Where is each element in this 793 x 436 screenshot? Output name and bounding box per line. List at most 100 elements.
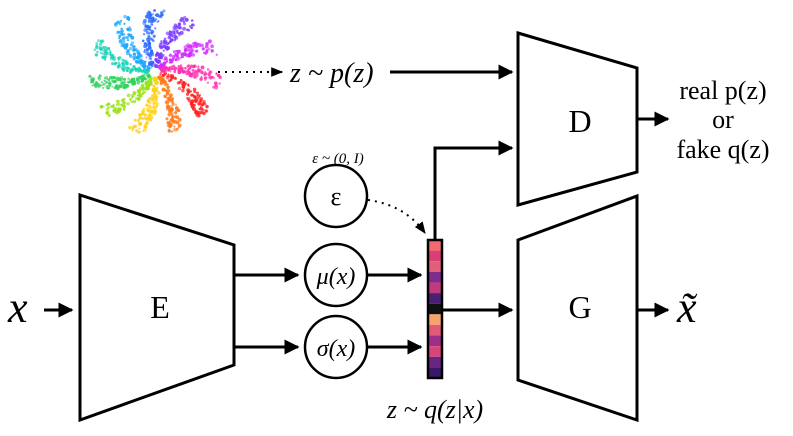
latent-cell	[428, 271, 442, 283]
prior-sample-dot	[197, 43, 202, 47]
prior-sample-dot	[191, 53, 196, 57]
prior-sample-dot	[118, 20, 122, 24]
prior-sample-dot	[143, 50, 146, 54]
prior-sample-dot	[134, 48, 138, 52]
prior-sample-dot	[192, 87, 197, 92]
prior-sample-dot	[147, 44, 151, 48]
prior-sample-dot	[168, 53, 173, 57]
prior-sample-dot	[154, 109, 158, 113]
prior-sample-dot	[188, 52, 192, 56]
prior-sample-dot	[132, 52, 137, 56]
prior-sample-dot	[173, 26, 178, 30]
prior-sample-dot	[138, 130, 141, 134]
prior-sample-dot	[190, 105, 194, 109]
prior-sample-dot	[142, 129, 145, 133]
prior-sample-dot	[187, 72, 189, 75]
prior-sample-dot	[163, 84, 166, 87]
prior-sample-dot	[128, 46, 133, 51]
prior-sample-dot	[153, 63, 157, 67]
prior-sample-dot	[102, 86, 105, 90]
prior-sample-dot	[139, 114, 142, 116]
prior-sample-dot	[193, 103, 196, 107]
prior-sample-dot	[147, 100, 150, 104]
prior-sample-dot	[116, 56, 119, 59]
prior-sample-dot	[158, 76, 161, 78]
prior-sample-dot	[149, 81, 153, 86]
prior-sample-dot	[170, 117, 174, 121]
prior-sample-dot	[143, 116, 147, 120]
prior-sample-dot	[138, 54, 142, 57]
prior-sample-dot	[164, 66, 168, 70]
sigma-label: σ(x)	[317, 336, 355, 362]
prior-sample-dot	[186, 88, 190, 92]
prior-sample-dot	[184, 66, 187, 70]
prior-sample-dot	[116, 20, 120, 24]
prior-sample-dot	[204, 53, 207, 56]
prior-sample-dot	[195, 91, 200, 95]
prior-sample-dot	[143, 125, 147, 129]
prior-sample-dot	[144, 69, 149, 74]
prior-sample-dot	[161, 73, 165, 77]
prior-sample-dot	[186, 69, 190, 72]
prior-sample-dot	[126, 93, 131, 98]
prior-sample-dot	[153, 78, 158, 83]
prior-sample-dot	[164, 70, 168, 73]
prior-sample-dot	[126, 39, 130, 42]
prior-sample-dot	[145, 37, 150, 42]
prior-sample-dot	[144, 77, 148, 81]
prior-sample-dot	[186, 64, 190, 68]
prior-sample-dot	[200, 76, 203, 79]
prior-sample-dot	[102, 45, 105, 49]
prior-sample-dot	[117, 56, 122, 60]
prior-sample-dot	[154, 27, 157, 30]
prior-sample-dot	[146, 83, 149, 87]
prior-sample-dot	[187, 48, 191, 52]
prior-sample-dot	[147, 19, 152, 23]
prior-sample-dot	[204, 72, 208, 76]
prior-sample-dot	[166, 83, 169, 86]
prior-sample-dot	[140, 69, 144, 72]
prior-sample-dot	[141, 87, 146, 91]
prior-sample-dot	[191, 68, 195, 72]
prior-sample-dot	[119, 76, 124, 80]
prior-sample-dot	[207, 76, 210, 79]
prior-sample-dot	[175, 54, 178, 57]
prior-sample-dot	[133, 118, 137, 122]
prior-sample-dot	[150, 51, 154, 55]
prior-sample-dot	[88, 74, 92, 78]
prior-sample-dot	[109, 53, 112, 56]
prior-sample-dot	[181, 55, 184, 59]
prior-sample-dot	[104, 80, 109, 84]
prior-sample-dot	[181, 84, 186, 89]
prior-sample-dot	[196, 94, 199, 97]
prior-sample-dot	[125, 36, 129, 40]
prior-sample-dot	[128, 70, 133, 74]
prior-sample-dot	[171, 55, 176, 59]
prior-sample-dot	[143, 49, 146, 52]
prior-sample-dot	[148, 66, 152, 70]
prior-sample-dot	[123, 14, 127, 19]
prior-sample-dot	[143, 44, 148, 49]
prior-sample-dot	[174, 58, 178, 62]
prior-sample-dot	[107, 106, 110, 109]
prior-sample-dot	[146, 24, 150, 29]
prior-sample-dot	[101, 52, 104, 55]
prior-sample-dot	[147, 34, 151, 38]
prior-sample-dot	[100, 81, 103, 84]
prior-sample-dot	[212, 85, 216, 89]
prior-sample-dot	[155, 104, 158, 107]
latent-cell	[428, 282, 442, 294]
prior-sample-dot	[139, 86, 143, 91]
prior-sample-dot	[171, 97, 174, 100]
prior-sample-dot	[132, 90, 136, 94]
prior-sample-dot	[183, 48, 188, 52]
prior-sample-dot	[162, 49, 165, 52]
prior-sample-dot	[109, 56, 114, 61]
prior-sample-dot	[195, 111, 199, 114]
prior-sample-dot	[137, 51, 141, 55]
prior-sample-dot	[164, 101, 168, 104]
prior-sample-dot	[103, 79, 106, 82]
prior-sample-dot	[96, 50, 99, 54]
prior-sample-dot	[123, 23, 126, 25]
latent-cell	[428, 314, 442, 325]
